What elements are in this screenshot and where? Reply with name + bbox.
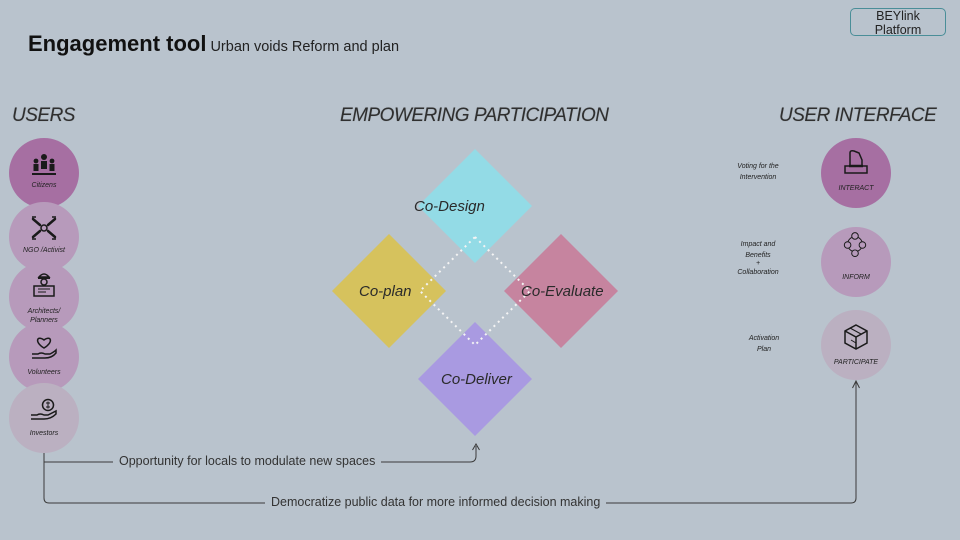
desc-line-2: Plan [756, 346, 771, 353]
diamond-co-evaluate [504, 234, 618, 348]
diamond-co-design [418, 149, 532, 263]
desc-line-4: Collaboration [737, 269, 779, 276]
inner-flow-label: Opportunity for locals to modulate new s… [113, 454, 382, 468]
ui-label: INFORM [842, 274, 870, 281]
co-evaluate-label: Co-Evaluate [521, 283, 604, 300]
platform-badge[interactable]: BEYlink Platform [850, 8, 946, 37]
co-design-label: Co-Design [414, 198, 485, 215]
ui-participate[interactable]: PARTICIPATE [821, 310, 891, 380]
user-investors[interactable]: Investors [9, 383, 79, 453]
user-label: Investors [29, 430, 59, 437]
inner-flow-line [43, 446, 477, 463]
activist-hands-icon [31, 216, 57, 240]
outer-flow-arrow [852, 379, 860, 389]
user-label-line-1: Architects/ [27, 308, 61, 315]
user-ngo-activist[interactable]: NGO /Activist [9, 202, 79, 272]
co-plan-label: Co-plan [359, 283, 412, 300]
ui-interact[interactable]: INTERACT [821, 138, 891, 208]
user-label-line-2: Planners [30, 316, 58, 324]
outer-flow-label: Democratize public data for more informe… [265, 495, 607, 509]
participate-description: Activation Plan [724, 333, 804, 355]
badge-line-1: BEYlink [876, 9, 920, 23]
desc-line-1: Activation [748, 335, 780, 342]
inner-flow-arrow [472, 443, 480, 451]
user-label: Volunteers [27, 369, 61, 376]
ui-inform[interactable]: INFORM [821, 227, 891, 297]
network-people-icon [843, 232, 867, 258]
title-text: Engagement tool [28, 31, 207, 56]
co-deliver-label: Co-Deliver [441, 371, 512, 388]
interact-description: Voting for the Intervention [718, 161, 798, 183]
user-volunteers[interactable]: Volunteers [9, 322, 79, 392]
diamond-co-plan [332, 234, 446, 348]
user-citizens[interactable]: Citizens [9, 138, 79, 208]
heart-hand-icon [32, 337, 57, 359]
user-architects-planners[interactable]: Architects/ Planners [9, 262, 79, 332]
citizens-group-icon [32, 154, 56, 175]
ui-heading: USER INTERFACE [779, 105, 937, 126]
user-label: Citizens [31, 182, 57, 189]
desc-line-2: Benefits [745, 252, 771, 259]
cube-participate-icon [844, 324, 868, 350]
user-label: NGO /Activist [22, 247, 65, 254]
ballot-vote-icon [844, 150, 868, 174]
user-label-multiline: Architects/ Planners [9, 308, 79, 325]
desc-line-1: Voting for the [737, 163, 779, 170]
desc-line-1: Impact and [740, 241, 776, 248]
coin-hand-icon [31, 398, 57, 420]
inform-description: Impact and Benefits + Collaboration [718, 239, 798, 278]
desc-line-2: Intervention [739, 174, 777, 181]
desc-line-3: + [755, 260, 761, 267]
page-subtitle: Urban voids Reform and plan [210, 39, 400, 55]
architect-icon [33, 273, 55, 297]
ui-label: INTERACT [838, 185, 874, 192]
diamond-co-deliver [418, 322, 532, 436]
badge-line-2: Platform [874, 23, 922, 37]
users-heading: USERS [12, 105, 75, 126]
center-heading: EMPOWERING PARTICIPATION [340, 105, 609, 126]
ui-label: PARTICIPATE [833, 359, 879, 366]
